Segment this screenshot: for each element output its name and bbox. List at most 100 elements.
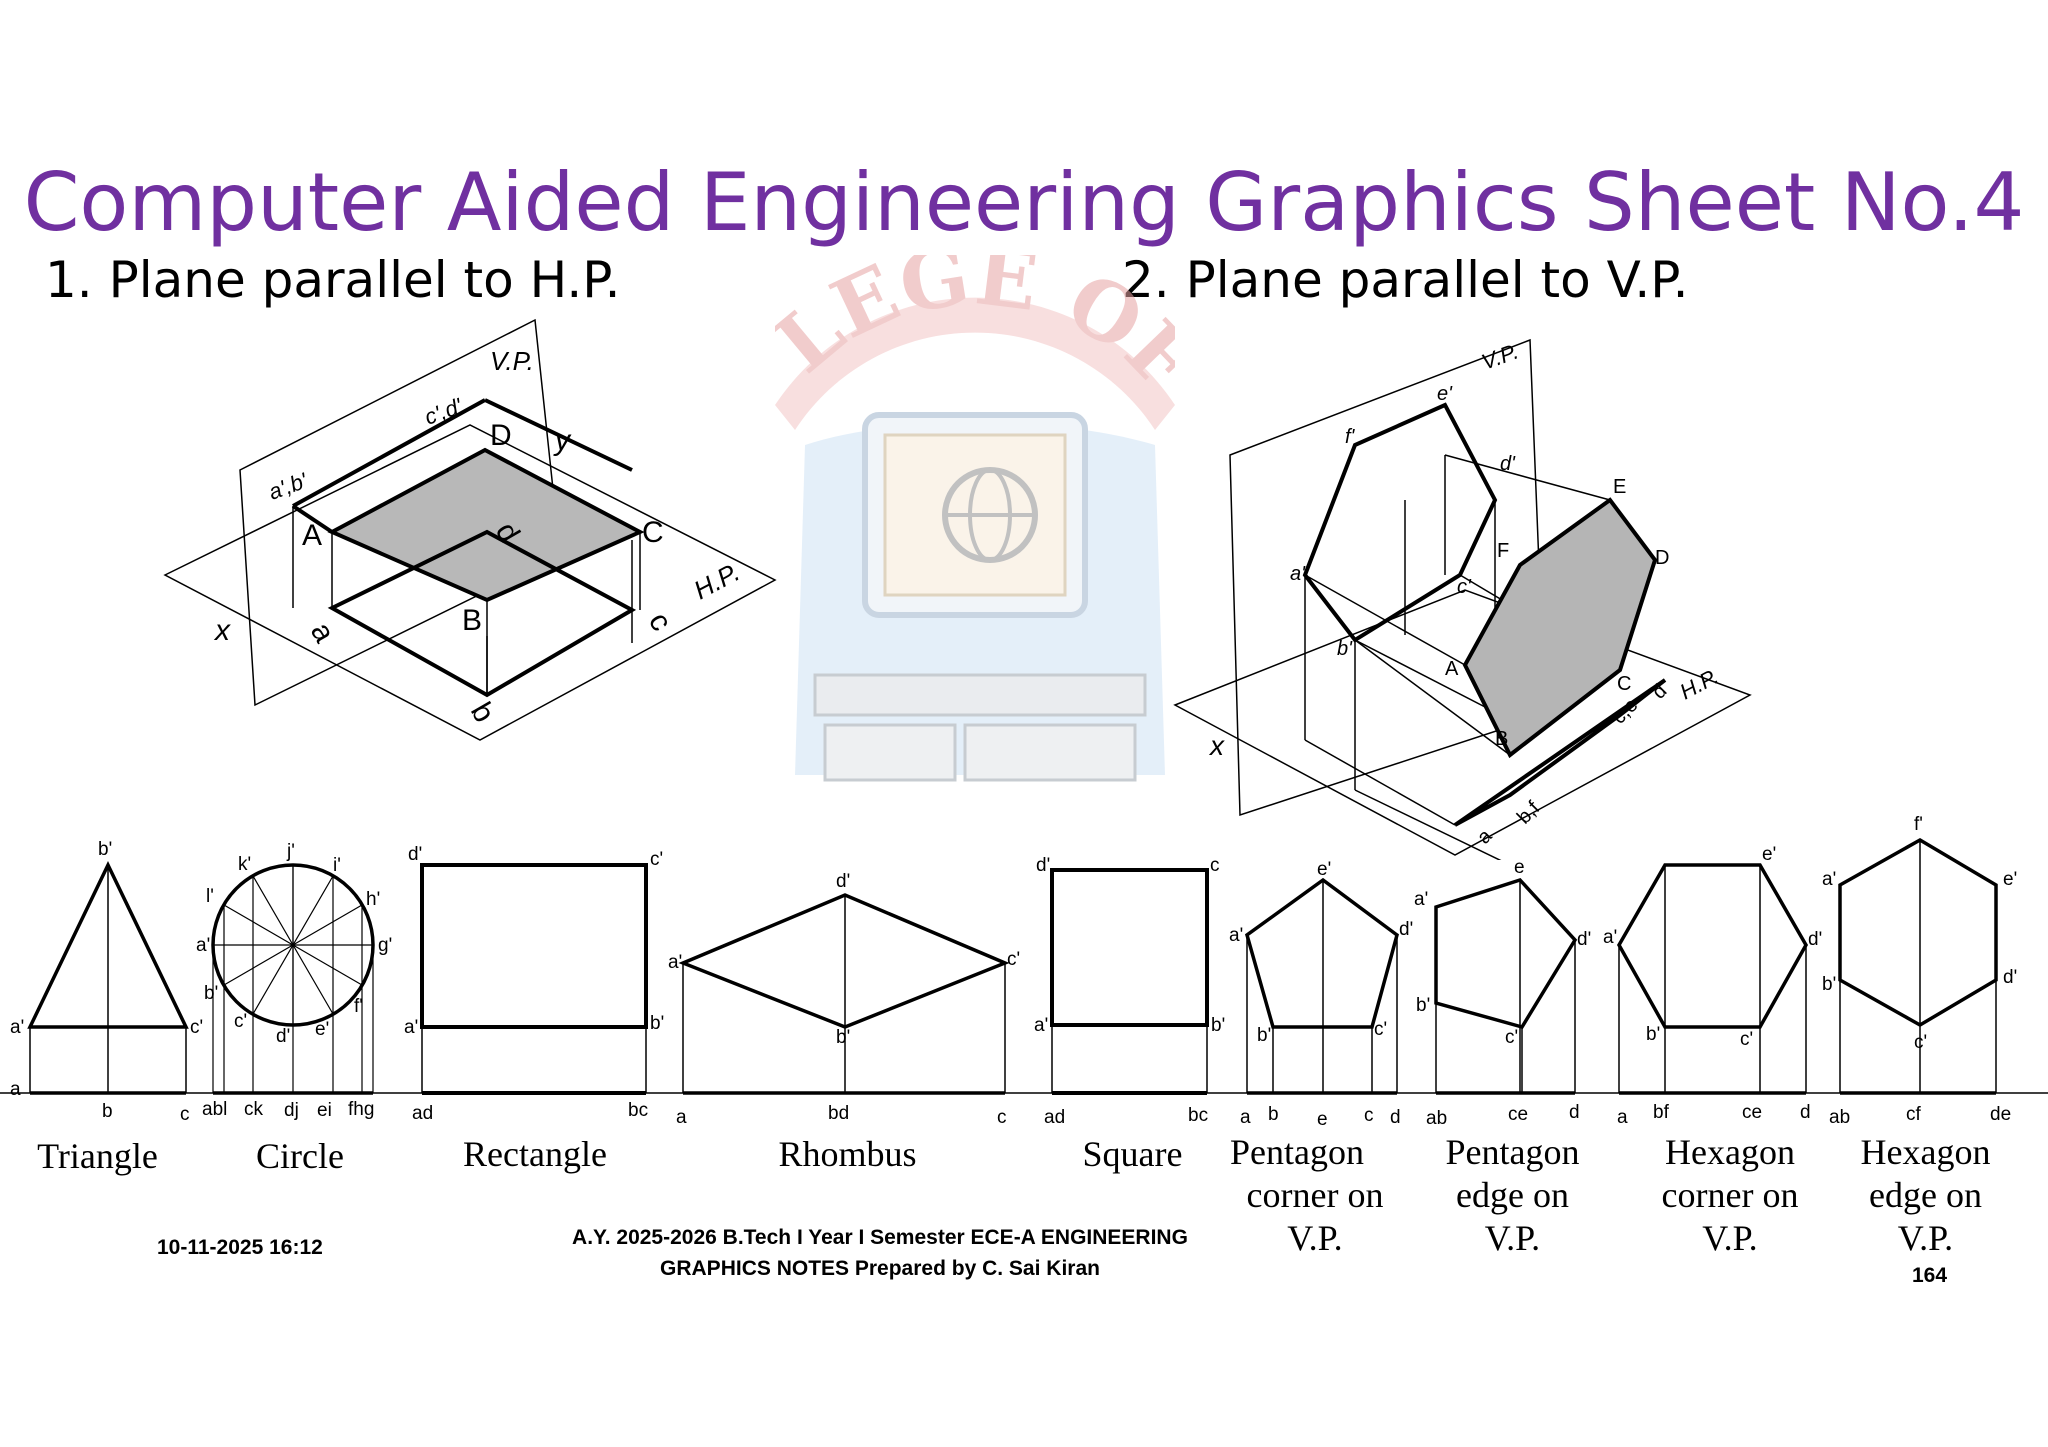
square-label: b' xyxy=(1211,1015,1225,1036)
caption-pentagon-corner: Pentagon corner on V.P. xyxy=(1230,1132,1384,1258)
fig1-a-label: a xyxy=(304,617,341,648)
circle-label: e' xyxy=(315,1019,329,1040)
fig2-A-label: A xyxy=(1445,658,1459,680)
circle-label: fhg xyxy=(348,1099,374,1120)
circle-label: h' xyxy=(366,889,380,910)
hexagon-edge-label: e' xyxy=(2003,869,2017,890)
hexagon-corner-label: ce xyxy=(1742,1102,1762,1123)
fig2-vp-label: V.P. xyxy=(1478,339,1521,375)
triangle-projection xyxy=(27,860,189,1095)
rectangle-label: b' xyxy=(650,1013,664,1034)
pentagon-edge-label: a' xyxy=(1414,889,1428,910)
fig1-y-label: y xyxy=(553,424,572,457)
pentagon-corner-label: a xyxy=(1240,1107,1251,1128)
hexagon-corner-label: b' xyxy=(1646,1024,1660,1045)
pentagon-edge-label: d' xyxy=(1577,929,1591,950)
projection-labels: b' a' c' a b c j' k' i' l' h' a' g' b' f… xyxy=(10,814,2017,1130)
triangle-label: a xyxy=(10,1079,21,1100)
rhombus-label: a' xyxy=(668,952,682,973)
rectangle-projection xyxy=(420,863,648,1095)
fig2-a-prime: a' xyxy=(1290,563,1306,585)
circle-projection xyxy=(211,863,375,1095)
fig1-vp-label: V.P. xyxy=(490,346,534,376)
pentagon-corner-label: a' xyxy=(1229,925,1243,946)
hexagon-corner-label: a xyxy=(1617,1107,1628,1128)
square-label: a' xyxy=(1034,1015,1048,1036)
college-logo-watermark: LEGE OF EN xyxy=(775,255,1175,782)
fig1-A-label: A xyxy=(302,519,322,552)
pentagon-edge-label: e xyxy=(1514,857,1525,878)
pictorial-vp-figure: V.P. H.P. x e' f' d' a' c' b' A B C D E … xyxy=(1173,339,1752,860)
hexagon-corner-label: bf xyxy=(1653,1102,1670,1123)
top-view-abcd xyxy=(327,529,637,698)
rhombus-projection xyxy=(678,893,1010,1095)
hexagon-edge-projection xyxy=(1838,837,1998,1095)
plane-abcdef xyxy=(1462,497,1658,759)
circle-label: dj xyxy=(284,1100,299,1121)
top-view-line xyxy=(1453,678,1667,827)
circle-label: f' xyxy=(354,996,363,1017)
caption-triangle: Triangle xyxy=(37,1136,158,1176)
circle-label: g' xyxy=(378,935,392,956)
square-label: bc xyxy=(1188,1105,1208,1126)
fig2-x-label: x xyxy=(1208,730,1225,761)
caption-rectangle: Rectangle xyxy=(463,1134,607,1174)
pentagon-corner-label: b' xyxy=(1257,1025,1271,1046)
hp-plane xyxy=(163,424,777,741)
fig1-D-label: D xyxy=(490,419,512,452)
circle-label: j' xyxy=(286,841,295,862)
page-title: Computer Aided Engineering Graphics Shee… xyxy=(23,156,2025,249)
fig2-E-label: E xyxy=(1613,476,1626,498)
hexagon-edge-label: cf xyxy=(1906,1104,1922,1125)
fig2-F-label: F xyxy=(1497,540,1509,562)
fig1-b-label: b xyxy=(464,697,501,728)
pentagon-edge-label: b' xyxy=(1416,995,1430,1016)
pentagon-corner-projection xyxy=(1244,877,1400,1095)
caption-hexagon-edge: Hexagon edge on V.P. xyxy=(1860,1132,1991,1258)
pentagon-edge-label: d xyxy=(1569,1102,1580,1123)
rhombus-label: a xyxy=(676,1107,687,1128)
circle-label: i' xyxy=(333,855,341,876)
fig1-B-label: B xyxy=(462,604,482,637)
pentagon-edge-projection xyxy=(1434,877,1578,1095)
hp-plane xyxy=(1173,589,1752,856)
rectangle-label: c' xyxy=(650,849,663,870)
front-view-hexagon xyxy=(1302,402,1498,643)
rectangle-label: d' xyxy=(408,844,422,865)
rhombus-label: b' xyxy=(836,1027,850,1048)
section-heading-vp: 2. Plane parallel to V.P. xyxy=(1122,251,1689,309)
square-label: c xyxy=(1210,855,1220,876)
footer-course-info: A.Y. 2025-2026 B.Tech I Year I Semester … xyxy=(572,1226,1188,1280)
hexagon-corner-label: d' xyxy=(1808,929,1822,950)
projections-strip: b' a' c' a b c j' k' i' l' h' a' g' b' f… xyxy=(0,814,2048,1130)
fig1-cd-prime-label: c',d' xyxy=(421,393,466,430)
pentagon-corner-label: d xyxy=(1390,1107,1401,1128)
pentagon-edge-label: c' xyxy=(1505,1027,1518,1048)
circle-label: l' xyxy=(206,886,214,907)
pentagon-edge-label: ab xyxy=(1426,1108,1447,1129)
fig1-x-label: x xyxy=(213,614,231,647)
triangle-label: a' xyxy=(10,1017,24,1038)
circle-label: abl xyxy=(202,1099,227,1120)
circle-label: b' xyxy=(204,983,218,1004)
fig1-C-label: C xyxy=(642,516,664,549)
pentagon-corner-label: c' xyxy=(1374,1019,1387,1040)
pentagon-edge-label: ce xyxy=(1508,1104,1528,1125)
footer-datetime: 10-11-2025 16:12 xyxy=(157,1236,323,1259)
plane-abcd xyxy=(327,447,645,603)
pentagon-corner-label: b xyxy=(1268,1104,1279,1125)
hexagon-corner-label: c' xyxy=(1740,1029,1753,1050)
hexagon-corner-label: a' xyxy=(1603,927,1617,948)
circle-label: ei xyxy=(317,1100,332,1121)
triangle-label: b xyxy=(102,1101,113,1122)
pentagon-corner-label: d' xyxy=(1399,919,1413,940)
hexagon-corner-projection xyxy=(1616,863,1809,1095)
fig2-c-prime: c' xyxy=(1457,576,1472,598)
hexagon-corner-label: d xyxy=(1800,1102,1811,1123)
hexagon-edge-label: b' xyxy=(1822,974,1836,995)
circle-label: a' xyxy=(196,935,210,956)
fig1-c-label: c xyxy=(642,607,678,636)
fig2-d-prime: d' xyxy=(1500,453,1516,475)
caption-pentagon-edge: Pentagon edge on V.P. xyxy=(1445,1132,1580,1258)
hexagon-edge-label: de xyxy=(1990,1104,2011,1125)
